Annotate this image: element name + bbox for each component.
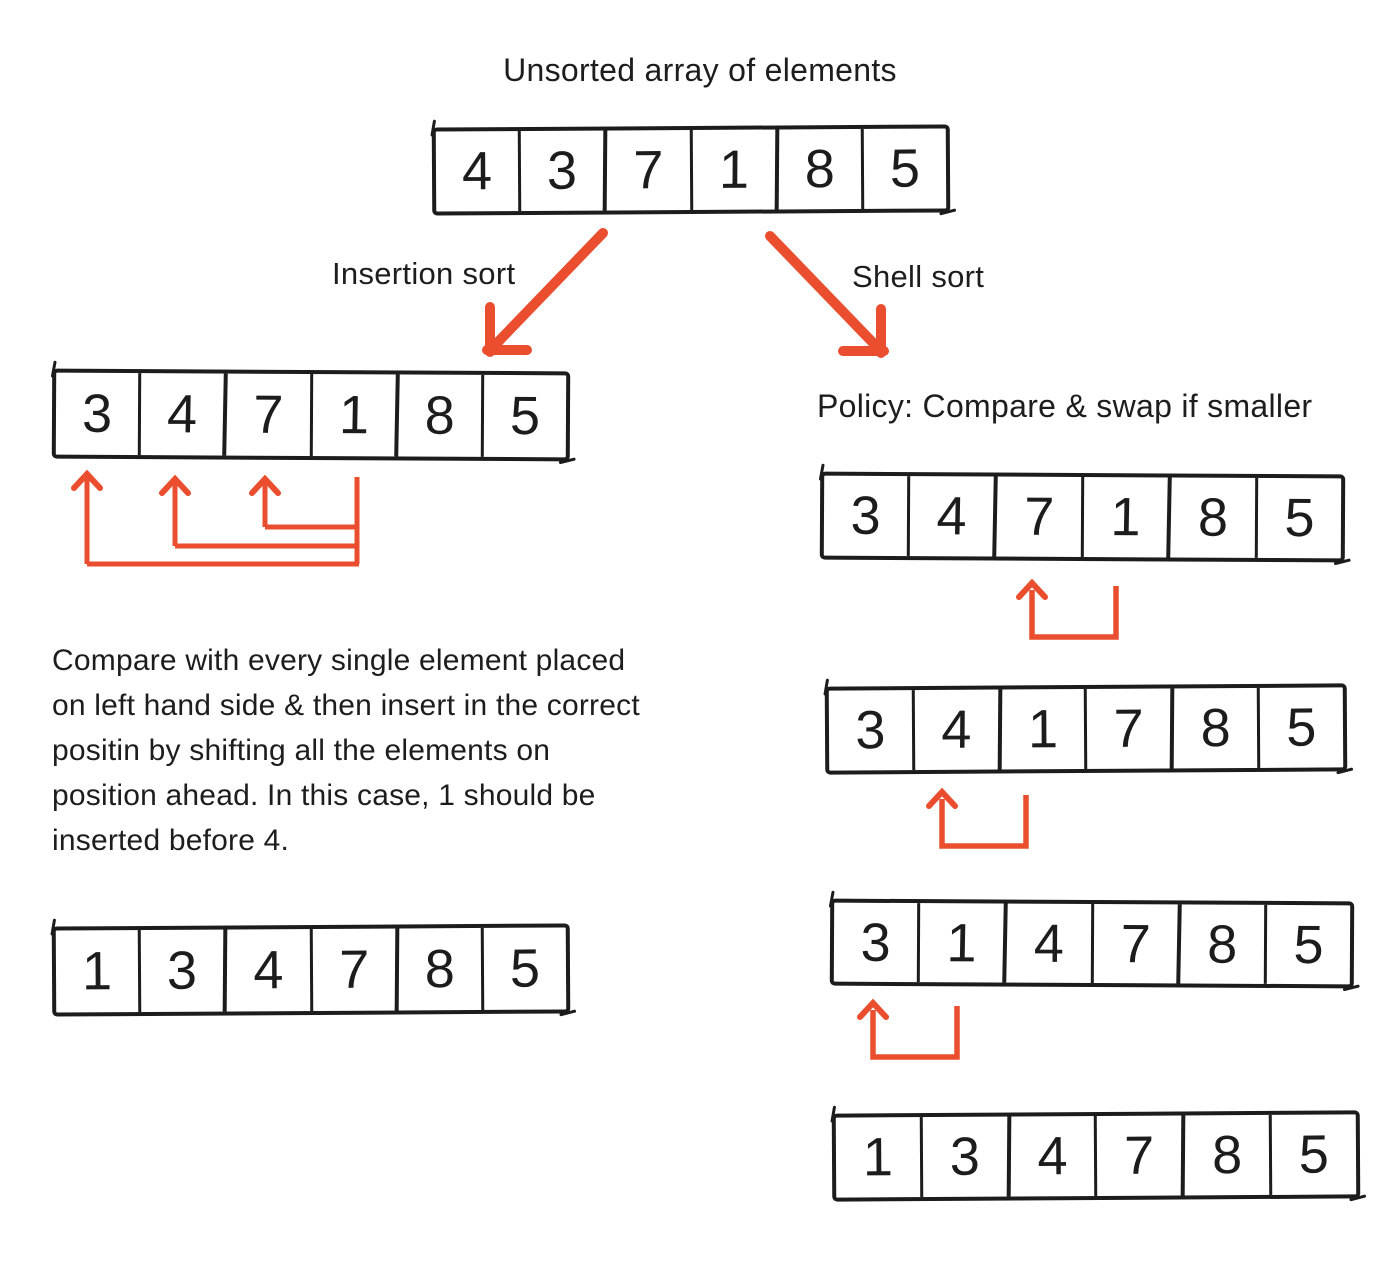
shell-step-3-array: 3 1 4 7 8 5	[829, 898, 1355, 989]
array-cell: 5	[1286, 697, 1317, 758]
array-cell: 1	[55, 930, 142, 1013]
array-cell: 3	[55, 372, 142, 456]
array-cell: 4	[909, 476, 999, 557]
array-cell: 7	[1097, 1115, 1186, 1196]
insertion-step-array: 3 4 7 1 8 5	[51, 368, 571, 462]
shell-policy-label: Policy: Compare & swap if smaller	[817, 388, 1313, 424]
array-cell: 5	[1283, 488, 1315, 549]
array-cell: 8	[1171, 477, 1258, 558]
insertion-result-array: 1 3 4 7 8 5	[51, 923, 571, 1017]
array-cell: 3	[823, 475, 911, 557]
shell-step-2-array: 3 4 1 7 8 5	[824, 683, 1348, 775]
array-cell: 8	[398, 374, 485, 457]
swap-arrow-icon	[857, 998, 960, 1060]
array-cell: 4	[914, 689, 1002, 771]
array-cell: 1	[835, 1117, 924, 1198]
array-cell: 3	[828, 690, 916, 771]
array-cell: 5	[1298, 1124, 1330, 1185]
description-line: Compare with every single element placed	[52, 644, 626, 677]
array-cell: 5	[889, 138, 921, 199]
array-cell: 3	[520, 130, 608, 212]
array-cell: 1	[919, 903, 1009, 983]
array-cell: 4	[1010, 1115, 1098, 1197]
array-cell: 4	[435, 131, 522, 212]
array-cell: 8	[1174, 687, 1261, 769]
description-line: position ahead. In this case, 1 should b…	[52, 779, 596, 812]
array-cell: 8	[1180, 904, 1268, 984]
insertion-description: Compare with every single element placed…	[52, 638, 772, 863]
description-line: positin by shifting all the elements on	[52, 734, 551, 767]
array-cell: 5	[509, 938, 541, 999]
array-cell: 7	[1087, 688, 1175, 769]
array-cell: 1	[1083, 477, 1173, 558]
array-cell: 3	[140, 929, 228, 1013]
shell-result-array: 1 3 4 7 8 5	[831, 1110, 1361, 1202]
array-cell: 4	[227, 928, 313, 1012]
array-cell: 4	[1007, 903, 1094, 984]
compare-arrows-icon	[71, 469, 360, 567]
array-cell: 4	[140, 373, 229, 456]
unsorted-array: 4 3 7 1 8 5	[431, 124, 951, 216]
array-cell: 7	[607, 129, 693, 211]
array-cell: 8	[1185, 1114, 1273, 1196]
array-cell: 3	[833, 902, 921, 983]
array-cell: 5	[1292, 914, 1325, 975]
insertion-branch-arrow-icon	[482, 228, 608, 357]
swap-arrow-icon	[926, 787, 1029, 849]
array-cell: 7	[312, 928, 400, 1011]
array-cell: 7	[997, 476, 1085, 558]
insertion-sort-label: Insertion sort	[332, 256, 516, 291]
array-cell: 8	[778, 128, 865, 210]
shell-sort-label: Shell sort	[852, 259, 985, 294]
array-cell: 1	[1001, 688, 1088, 770]
shell-branch-arrow-icon	[765, 231, 889, 358]
array-cell: 5	[509, 386, 541, 447]
swap-arrow-icon	[1016, 578, 1119, 640]
array-cell: 1	[311, 374, 400, 457]
array-cell: 7	[1092, 904, 1182, 984]
array-cell: 7	[227, 373, 313, 457]
array-cell: 3	[922, 1116, 1011, 1198]
array-cell: 1	[692, 129, 780, 210]
shell-step-1-array: 3 4 7 1 8 5	[819, 471, 1346, 563]
description-line: inserted before 4.	[52, 824, 290, 857]
diagram-title: Unsorted array of elements	[503, 52, 897, 88]
description-line: on left hand side & then insert in the c…	[52, 689, 640, 722]
array-cell: 8	[398, 927, 485, 1011]
